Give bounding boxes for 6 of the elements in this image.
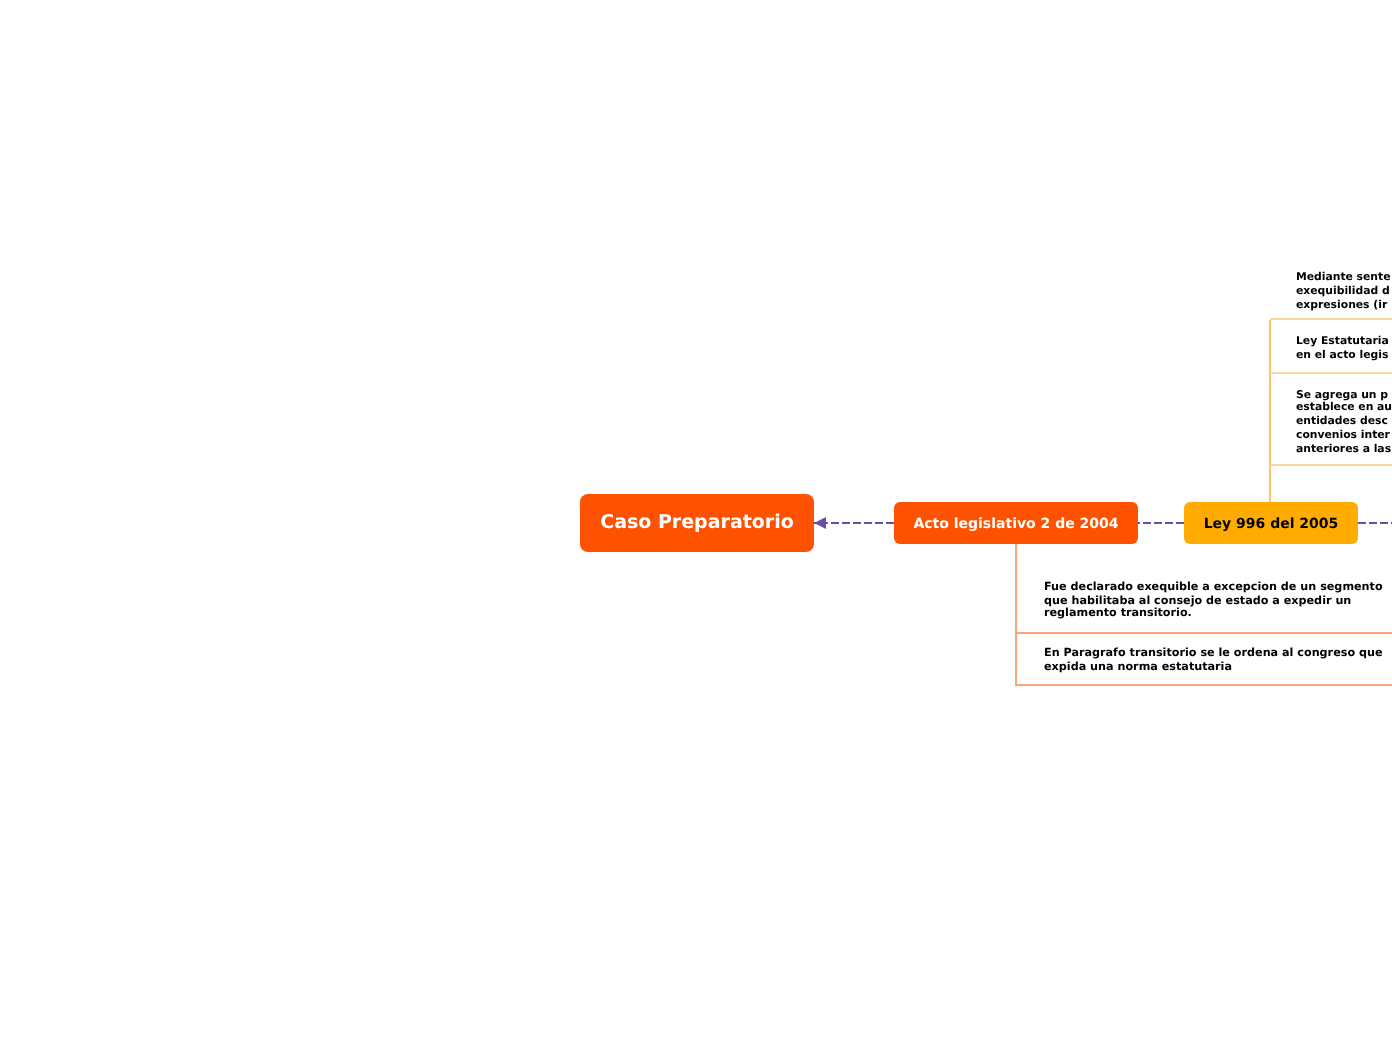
connector-line (1357, 522, 1392, 524)
central-topic: Caso Preparatorio (580, 494, 814, 552)
arrow (813, 517, 895, 529)
connector-line (1015, 543, 1017, 687)
connector-line (1137, 522, 1185, 524)
connector-line (1269, 465, 1271, 503)
